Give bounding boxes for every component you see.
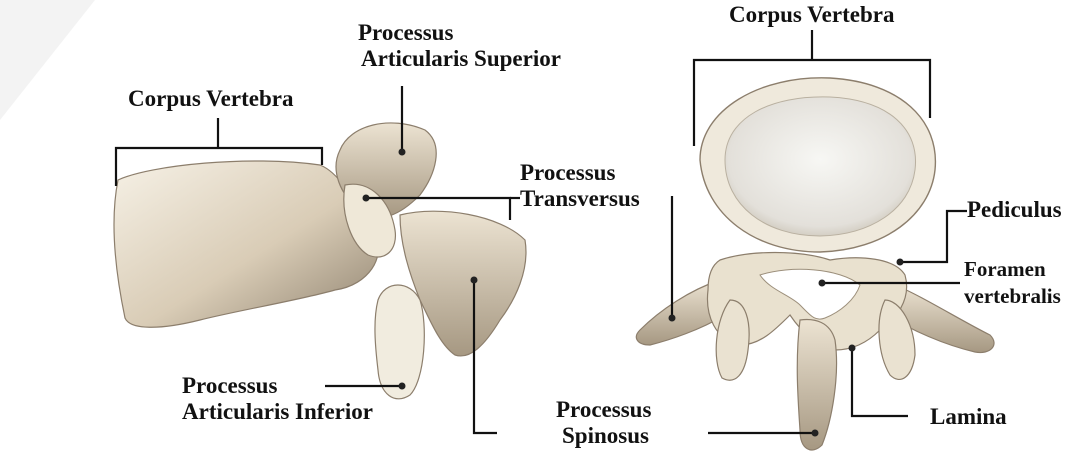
label-foramen-vertebralis: Foramen vertebralis bbox=[964, 256, 1061, 310]
label-corpus-vertebra-right: Corpus Vertebra bbox=[729, 2, 894, 28]
lateral-vertebra bbox=[114, 123, 526, 399]
label-articularis-superior: Processus Articularis Superior bbox=[358, 20, 561, 72]
label-pediculus: Pediculus bbox=[967, 197, 1062, 223]
label-corpus-vertebra-left: Corpus Vertebra bbox=[128, 86, 293, 112]
lateral-articular-inferior bbox=[375, 285, 424, 399]
label-articularis-inferior: Processus Articularis Inferior bbox=[182, 373, 373, 425]
superior-endplate bbox=[725, 97, 916, 236]
label-transversus: Processus Transversus bbox=[520, 160, 640, 212]
superior-vertebra bbox=[636, 78, 994, 450]
background-shape bbox=[0, 0, 95, 120]
lateral-body bbox=[114, 161, 378, 327]
label-lamina: Lamina bbox=[930, 404, 1007, 430]
label-spinosus: Processus Spinosus bbox=[556, 397, 651, 449]
